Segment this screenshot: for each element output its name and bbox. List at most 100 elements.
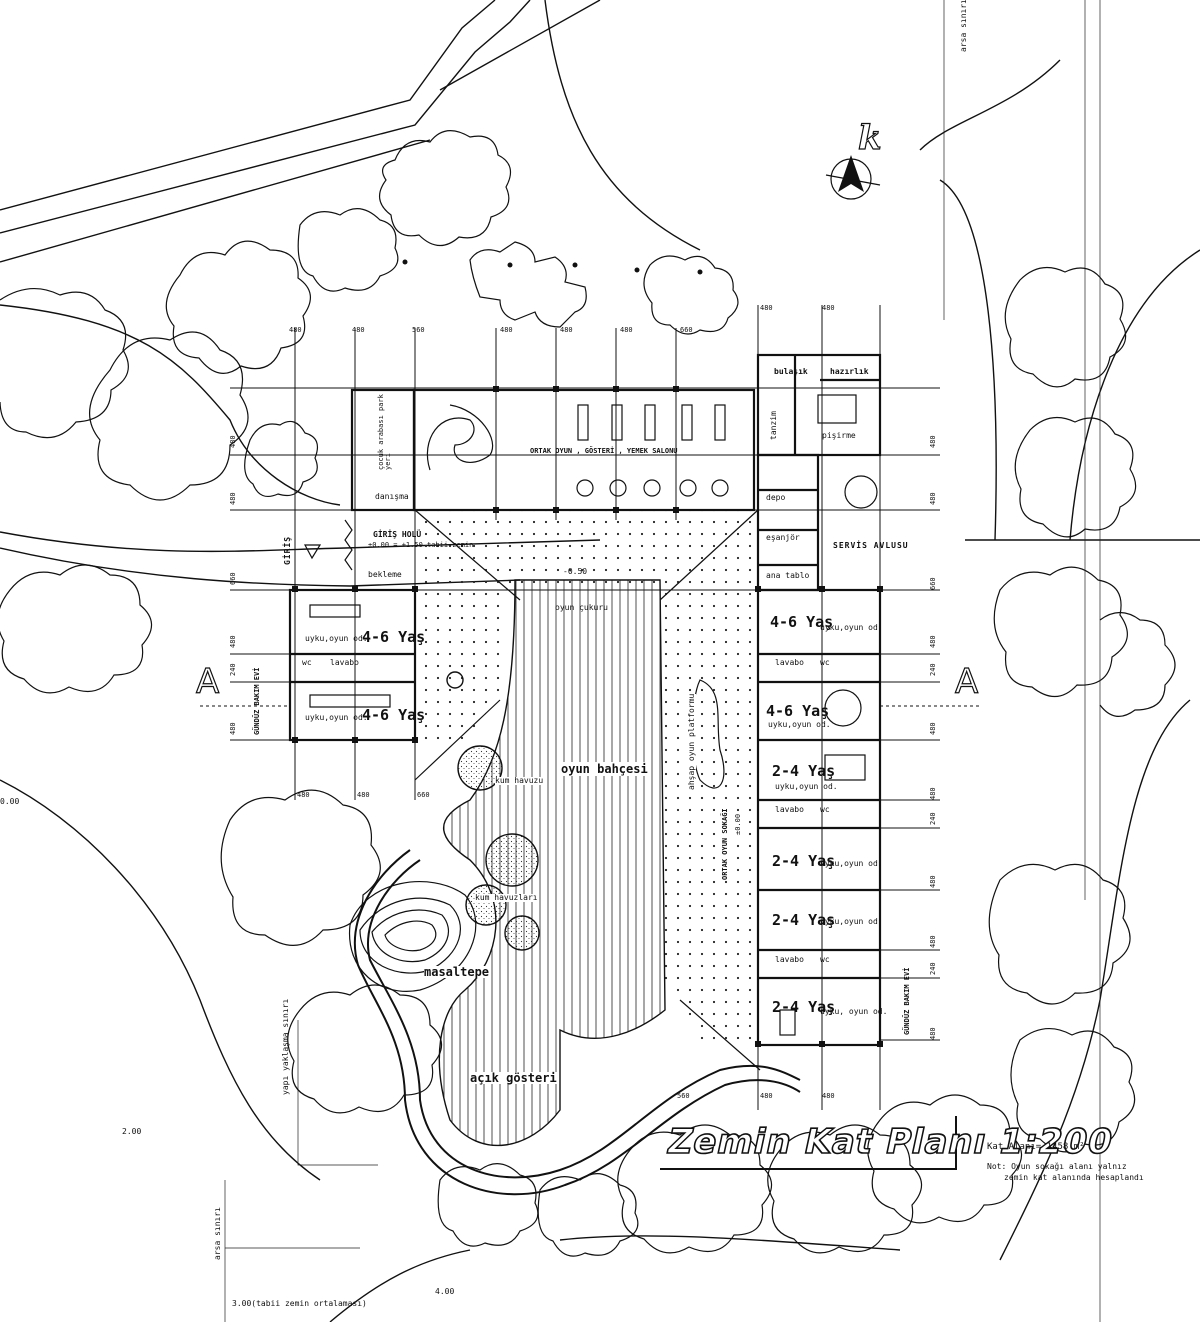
room-esanjor: eşanjör (766, 533, 800, 542)
dim-right-3: 660 (929, 577, 937, 590)
room-oyun-cukuru: oyun çukuru (555, 603, 608, 612)
note-line-1: Not: Oyun sokağı alanı yalnız (987, 1162, 1127, 1171)
dim-top-2: 480 (352, 326, 365, 334)
age-4-6-left-2: 4-6 Yaş (362, 706, 426, 724)
dim-right-2: 480 (929, 492, 937, 505)
trees (0, 130, 1176, 1257)
room-lavabo-right-1: lavabo (775, 658, 804, 667)
room-ortak-salon: ORTAK OYUN , GÖSTERİ , YEMEK SALONU (530, 447, 678, 455)
area-kum-havuzlari: kum havuzları (475, 893, 538, 902)
room-wc-right-3: wc (820, 955, 830, 964)
area-kum-havuzu: kum havuzu (495, 776, 544, 785)
dim-right-10: 480 (929, 935, 937, 948)
entrance-arrow (303, 519, 353, 571)
room-uyku-oyun-3: uyku,oyun od. (820, 623, 883, 632)
masaltepe-contours (348, 881, 477, 992)
room-bekleme: bekleme (368, 570, 402, 579)
room-bulasik: bulaşık (774, 367, 808, 376)
dim-right-12: 480 (929, 1027, 937, 1040)
dim-right-8: 240 (929, 812, 937, 825)
room-giris-holu: GİRİŞ HOLÜ (373, 530, 422, 539)
dim-bottom-4: 560 (677, 1092, 690, 1100)
spot-level-lower-left: 2.00 (122, 1127, 142, 1136)
room-lavabo-right-2: lavabo (775, 805, 804, 814)
dim-bottom-3: 660 (417, 791, 430, 799)
room-lavabo-left: lavabo (330, 658, 359, 667)
dim-left-6: 480 (229, 722, 237, 735)
north-arrow (825, 155, 881, 200)
age-2-4-right-3: 2-4 Yaş (772, 911, 836, 929)
dim-top-6: 480 (620, 326, 633, 334)
spot-level-tabii-zemin: 3.00(tabii zemin ortalaması) (232, 1299, 367, 1308)
age-2-4-right-1: 2-4 Yaş (772, 762, 836, 780)
room-tanzim: tanzim (769, 411, 778, 440)
room-wc-right-1: wc (820, 658, 830, 667)
dim-top-1: 480 (289, 326, 302, 334)
label-gunduz-bakim-left: GÜNDÜZ BAKIM EVİ (253, 667, 261, 735)
section-mark-left: A (195, 661, 220, 702)
room-uyku-oyun-5: uyku,oyun od. (775, 782, 838, 791)
area-ahsap-oyun-platformu: ahşap oyun platformu (687, 693, 696, 790)
section-mark-right: A (954, 661, 979, 702)
age-4-6-left-1: 4-6 Yaş (362, 628, 426, 646)
room-uyku-oyun-2: uyku,oyun od. (305, 713, 368, 722)
dim-top-9: 480 (822, 304, 835, 312)
dim-right-11: 240 (929, 962, 937, 975)
label-arsa-siniri-bottom: arsa sınırı (213, 1207, 222, 1260)
dim-left-3: 660 (229, 572, 237, 585)
small-tree-dots (402, 259, 703, 275)
room-uyku-oyun-6: uyku,oyun od. (820, 859, 883, 868)
room-wc-left: wc (302, 658, 312, 667)
level-oyun-sokagi: ±0.00 (734, 813, 742, 835)
age-2-4-right-2: 2-4 Yaş (772, 852, 836, 870)
room-ana-tablo: ana tablo (766, 571, 810, 580)
floor-area: Kat Alanı= 1458 m² (987, 1142, 1085, 1152)
room-cocuk-arabasi: çocuk arabası park yeri (377, 394, 392, 470)
dim-bottom-1: 480 (297, 791, 310, 799)
room-pisirme: pişirme (822, 431, 856, 440)
dim-top-7: 660 (680, 326, 693, 334)
columns (292, 386, 883, 1047)
room-servis-avlusu: SERVİS AVLUSU (833, 541, 909, 550)
room-lavabo-right-3: lavabo (775, 955, 804, 964)
dim-left-5: 240 (229, 663, 237, 676)
title-frame (660, 1116, 957, 1170)
dotted-corridor (415, 510, 760, 1040)
label-yapi-yaklasma-siniri: yapı yaklaşma sınırı (281, 998, 290, 1095)
dim-left-1: 480 (229, 435, 237, 448)
north-letter: k (857, 117, 882, 158)
dim-top-4: 480 (500, 326, 513, 334)
site-boundary-lines (224, 0, 1101, 1322)
dim-top-3: 560 (412, 326, 425, 334)
label-arsa-siniri-top: arsa sınırı (959, 0, 968, 52)
label-gunduz-bakim-right: GÜNDÜZ BAKIM EVİ (903, 967, 911, 1035)
room-danisma: danışma (375, 492, 409, 501)
dim-bottom-5: 480 (760, 1092, 773, 1100)
room-depo: depo (766, 493, 786, 502)
age-4-6-right-2: 4-6 Yaş (766, 702, 830, 720)
sand-pools (446, 671, 540, 951)
room-wc-right-2: wc (820, 805, 830, 814)
area-ortak-oyun-sokagi: ORTAK OYUN SOKAĞI (721, 808, 729, 880)
area-acik-gosteri: açık gösteri (470, 1071, 557, 1085)
level-oyun-cukuru: -0.50 (563, 567, 588, 576)
spot-level-bottom: 4.00 (435, 1287, 455, 1296)
room-uyku-oyun-8: uyku, oyun od. (820, 1007, 888, 1016)
dim-top-5: 480 (560, 326, 573, 334)
level-giris: ±0.00 = +1.50 tabii zemin (368, 541, 474, 549)
dim-right-7: 480 (929, 787, 937, 800)
dim-left-2: 480 (229, 492, 237, 505)
room-uyku-oyun-1: uyku,oyun od. (305, 634, 368, 643)
dim-bottom-2: 480 (357, 791, 370, 799)
room-uyku-oyun-4: uyku,oyun od. (768, 720, 831, 729)
dim-left-4: 480 (229, 635, 237, 648)
dim-right-6: 480 (929, 722, 937, 735)
dim-right-5: 240 (929, 663, 937, 676)
dim-right-4: 480 (929, 635, 937, 648)
dim-top-8: 480 (760, 304, 773, 312)
dim-right-9: 480 (929, 875, 937, 888)
room-uyku-oyun-7: uyku,oyun od. (820, 917, 883, 926)
room-hazirlik: hazırlık (830, 367, 869, 376)
spot-level-left: 0.00 (0, 797, 20, 806)
